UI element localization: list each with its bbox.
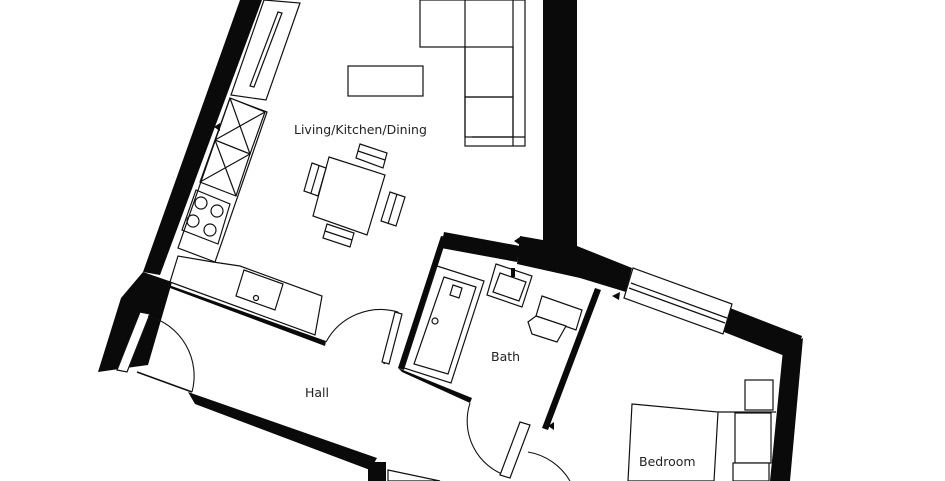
bedroom-window [612, 267, 733, 335]
direction-arrow [214, 123, 220, 131]
hob-ring-3 [186, 214, 200, 228]
bathtub [403, 265, 485, 384]
basin [486, 263, 533, 308]
tv-unit [347, 65, 424, 97]
pillow-top [734, 412, 772, 464]
central-structural-wall [543, 0, 577, 252]
left-exterior-wall [143, 0, 262, 275]
hob [181, 189, 231, 245]
living-door [325, 308, 403, 365]
bath-tap [449, 284, 463, 299]
hob-ring-2 [210, 204, 224, 218]
toilet [527, 295, 583, 343]
sofa [419, 0, 526, 147]
hall-bottom-post [368, 462, 386, 481]
bedside-table [744, 379, 774, 411]
bath-arrow-1 [514, 237, 520, 245]
entrance-door [116, 311, 195, 393]
bedroom-top-right-wall [724, 308, 802, 360]
bath-door [466, 402, 531, 479]
living-hall-partition [166, 284, 326, 346]
bath-left-wall [398, 236, 447, 370]
bath-bottom-wall [398, 368, 472, 403]
hob-ring-1 [194, 196, 208, 210]
dining-set [303, 143, 406, 248]
room-label-bedroom: Bedroom [639, 454, 696, 469]
bedroom-door-arc [527, 451, 571, 481]
window-arrow [612, 292, 620, 300]
bath-bedroom-top-wall [517, 236, 632, 292]
sink [235, 269, 284, 311]
hall-bottom-door [387, 469, 441, 481]
bath-top-wall [441, 232, 520, 262]
bedroom-right-wall [770, 338, 803, 481]
pillow-bottom [732, 462, 770, 481]
room-label-bath: Bath [491, 349, 520, 364]
lower-kitchen-counter [169, 255, 323, 336]
bed [627, 379, 776, 481]
bathroom: Bath [403, 237, 583, 430]
hob-ring-4 [203, 223, 217, 237]
room-label-living: Living/Kitchen/Dining [294, 122, 427, 137]
bedroom: Bedroom [527, 267, 776, 481]
bath-arrow-2 [548, 422, 554, 430]
hall-bottom-wall [188, 392, 377, 470]
left-lower-exterior-wall [98, 272, 172, 372]
window-top-left [230, 0, 301, 101]
hall: Hall [116, 308, 531, 481]
interior-walls [166, 236, 601, 430]
bath-bedroom-partition [542, 288, 601, 430]
living-kitchen-dining: Living/Kitchen/Dining [169, 0, 526, 336]
room-label-hall: Hall [305, 385, 329, 400]
exterior-walls [98, 0, 803, 481]
kitchen-counter [177, 97, 268, 263]
